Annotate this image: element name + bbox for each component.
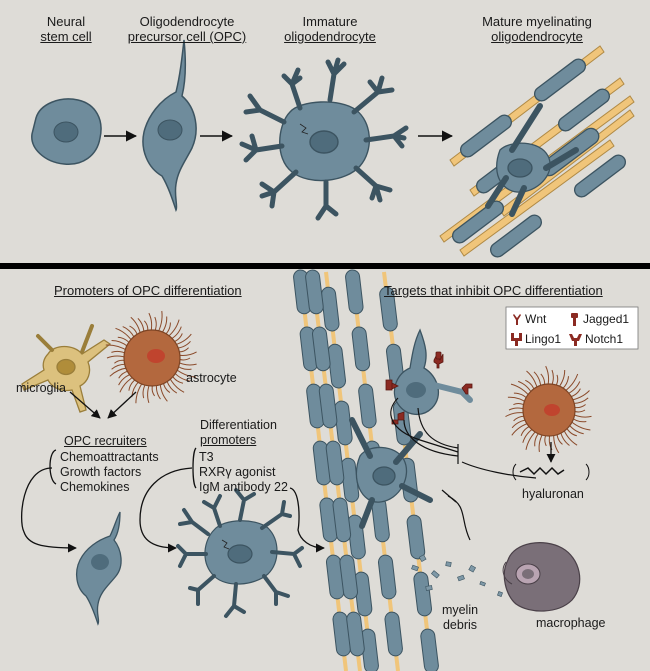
panel-divider [0, 263, 650, 269]
opc-cell-bottom [75, 511, 122, 626]
label-line: stem cell [40, 29, 92, 44]
myelin-debris [411, 554, 503, 597]
legend-jagged1: Jagged1 [583, 312, 630, 326]
arrow-to-immature [139, 467, 193, 553]
mature-oligodendrocyte-bottom [349, 417, 433, 529]
diff-item: IgM antibody 22 [199, 480, 288, 494]
label-opc: Oligodendrocyte precursor cell (OPC) [128, 14, 246, 44]
legend-box [505, 306, 639, 350]
myelin-segment [339, 554, 359, 600]
myelin-segment [413, 571, 433, 617]
label-line: precursor cell (OPC) [127, 29, 247, 44]
debris-line: debris [442, 618, 478, 632]
recruiter-bracket [49, 449, 57, 485]
label-line: Neural [46, 14, 86, 29]
legend-wnt: Wnt [525, 312, 547, 326]
diff-promoters-title: Differentiation promoters [200, 418, 277, 448]
myelin-segment [351, 326, 371, 372]
myelin-segment [332, 497, 352, 543]
wnt-icon [513, 314, 521, 325]
label-neural-stem-cell: Neural stem cell [40, 14, 91, 44]
recruiters-list: Chemoattractants Growth factors Chemokin… [60, 450, 159, 495]
notch1-icon [569, 334, 582, 346]
myelin-segment [371, 497, 390, 543]
arrow-astrocyte [107, 391, 137, 419]
inhibition-lines [390, 397, 537, 541]
astrocyte-label: astrocyte [186, 371, 237, 385]
opc-with-receptors [393, 328, 473, 415]
promoters-bracket [192, 447, 197, 489]
label-line: oligodendrocyte [491, 29, 583, 44]
immature-oligodendrocyte [239, 57, 409, 221]
diff-promoters-list: T3 RXRγ agonist IgM antibody 22 [199, 450, 288, 495]
myelin-segment [305, 269, 324, 315]
myelin-segment [379, 286, 398, 332]
myelin-debris-label: myelin debris [442, 603, 478, 633]
hyaluronan-chain [519, 466, 565, 476]
hyaluronan-label: hyaluronan [522, 487, 584, 501]
opc-cell [142, 39, 197, 212]
label-line: Oligodendrocyte [139, 14, 235, 29]
hyaluronan-brackets [512, 463, 590, 481]
myelin-segment [377, 554, 397, 600]
legend-lingo1: Lingo1 [525, 332, 562, 346]
arrow-to-opc [21, 467, 77, 553]
recruiter-item: Growth factors [60, 465, 142, 479]
astrocyte [105, 310, 197, 404]
recruiter-item: Chemokines [60, 480, 130, 494]
diff-title-line: Differentiation [200, 418, 277, 432]
macrophage [502, 542, 581, 612]
diff-item: T3 [199, 450, 214, 464]
debris-line: myelin [441, 603, 479, 617]
macrophage-label: macrophage [536, 616, 606, 630]
label-line: Immature [302, 14, 358, 29]
legend-notch1: Notch1 [585, 332, 624, 346]
myelin-segment [311, 326, 331, 372]
myelin-segment [321, 286, 340, 332]
immature-oligodendrocyte-bottom [176, 488, 304, 618]
lingo1-icon [511, 333, 522, 346]
myelin-segment [345, 269, 364, 315]
arrow-microglia [69, 391, 101, 419]
microglia-label: microglia [16, 381, 67, 395]
promoters-heading: Promoters of OPC differentiation [54, 283, 242, 298]
neural-stem-cell [31, 98, 102, 165]
microglia [21, 324, 112, 413]
inhibitors-heading: Targets that inhibit OPC differentiation [384, 283, 603, 298]
myelin-segment [420, 628, 439, 671]
label-mature: Mature myelinating oligodendrocyte [482, 14, 592, 44]
diff-title-line: promoters [200, 433, 257, 447]
astrocyte-right [505, 365, 592, 454]
jagged1-icon [571, 313, 578, 326]
myelin-segment [318, 383, 338, 429]
label-line: Mature myelinating [482, 14, 592, 29]
label-line: oligodendrocyte [284, 29, 376, 44]
recruiters-title: OPC recruiters [64, 434, 147, 448]
myelin-segment [406, 514, 426, 560]
receptors [385, 351, 473, 425]
myelin-segment [358, 383, 377, 429]
myelin-segment [384, 611, 403, 657]
diff-item: RXRγ agonist [199, 465, 276, 479]
arrow-to-mature [289, 487, 325, 553]
recruiter-item: Chemoattractants [60, 450, 159, 464]
mature-oligodendrocyte [439, 45, 635, 258]
myelin-segment [346, 611, 365, 657]
myelin-segment [325, 440, 345, 486]
label-immature: Immature oligodendrocyte [284, 14, 376, 44]
